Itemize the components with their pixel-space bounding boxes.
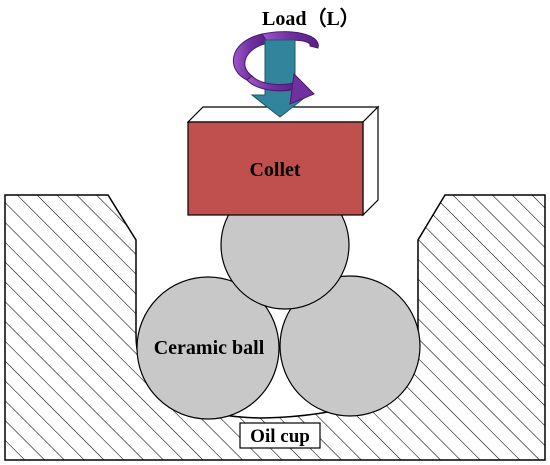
load-label: Load（L）: [262, 7, 360, 30]
rotation-arrow-head: [289, 72, 315, 105]
oil-cup-label-box: [239, 422, 321, 449]
ceramic-ball-label: Ceramic ball: [154, 337, 265, 359]
collet-front-face: [187, 121, 364, 216]
rotation-arrow-back: [232, 33, 269, 81]
ceramic-ball-bottom-right: [279, 275, 421, 417]
ceramic-ball-bottom-left: [136, 276, 280, 420]
oil-cup-label: Oil cup: [250, 426, 310, 447]
load-arrow: [250, 39, 310, 118]
collet-label: Collet: [249, 159, 300, 181]
collet-side-face: [362, 105, 379, 217]
